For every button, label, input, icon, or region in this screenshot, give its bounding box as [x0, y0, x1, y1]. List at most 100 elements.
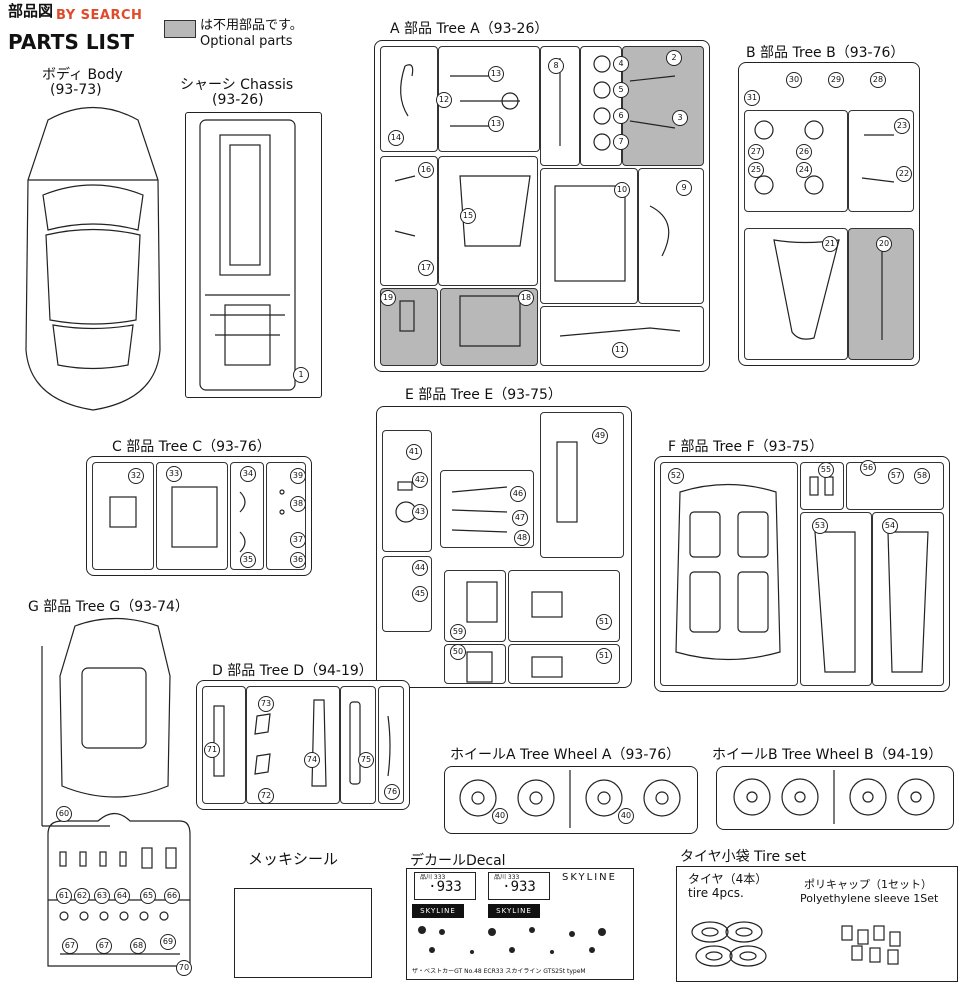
part-number: 17 — [418, 260, 434, 276]
decal-misc-marks — [418, 926, 606, 954]
plating-seal-sheet — [234, 888, 372, 978]
part-number: 61 — [56, 888, 72, 904]
part-number: 27 — [748, 144, 764, 160]
part-number: 38 — [290, 496, 306, 512]
tree-f-sheet — [654, 456, 950, 692]
tree-f-parts-drawing — [675, 476, 929, 673]
page-title-jp: 部品図 — [8, 2, 54, 20]
decal-brand-plate: SKYLINE — [412, 904, 464, 918]
decal-plate-small: 品川 333 — [494, 874, 520, 881]
tree-f-cell — [872, 512, 944, 686]
part-number: 52 — [668, 468, 684, 484]
part-number: 39 — [290, 468, 306, 484]
part-number: 51 — [596, 648, 612, 664]
part-number: 65 — [140, 888, 156, 904]
part-number: 15 — [460, 208, 476, 224]
tree-c-cell — [266, 462, 306, 570]
part-number: 40 — [618, 808, 634, 824]
tree-c-sheet — [86, 456, 312, 576]
part-number: 59 — [450, 624, 466, 640]
cap-en: Polyethylene sleeve 1Set — [800, 892, 939, 905]
part-number: 5 — [613, 82, 629, 98]
decal-footer: ザ・ベストカーGT No.48 ECR33 スカイライン GTS25t type… — [412, 968, 586, 975]
chassis-code: (93-26) — [212, 92, 264, 108]
decal-license-plate: ·933 — [414, 872, 476, 900]
part-number: 70 — [176, 960, 192, 976]
watermark: BY SEARCH — [56, 8, 143, 23]
part-number: 41 — [406, 444, 422, 460]
tree-a-parts-drawing — [394, 55, 681, 347]
part-number: 62 — [74, 888, 90, 904]
part-number: 2 — [666, 50, 682, 66]
tree-e-cell — [508, 570, 620, 642]
part-number: 23 — [894, 118, 910, 134]
tree-b-cell — [848, 110, 914, 212]
page-title: PARTS LIST — [8, 30, 135, 54]
part-number: 6 — [613, 108, 629, 124]
part-number: 16 — [418, 162, 434, 178]
tree-a-cell — [540, 306, 704, 366]
part-number: 35 — [240, 552, 256, 568]
tree-a-cell — [438, 156, 538, 286]
tree-d-cell — [340, 686, 376, 804]
tree-a-label: A 部品 Tree A（93-26） — [390, 21, 549, 37]
tree-f-cell — [846, 462, 944, 510]
plating-seal-label: メッキシール — [248, 850, 339, 868]
part-number: 26 — [796, 144, 812, 160]
part-number: 36 — [290, 552, 306, 568]
part-number: 4 — [613, 56, 629, 72]
part-number: 72 — [258, 788, 274, 804]
chassis-frame — [185, 112, 322, 398]
part-number: 28 — [870, 72, 886, 88]
part-number: 49 — [592, 428, 608, 444]
part-number: 12 — [436, 92, 452, 108]
tire-set-box — [676, 866, 958, 982]
decal-plate-small: 品川 333 — [420, 874, 446, 881]
part-number: 20 — [876, 236, 892, 252]
decal-brand-plate: SKYLINE — [488, 904, 540, 918]
part-number: 55 — [818, 462, 834, 478]
tree-f-cell — [800, 512, 872, 686]
tire-set-label: タイヤ小袋 Tire set — [680, 849, 806, 865]
tree-d-parts-drawing — [213, 699, 391, 787]
tree-a-cell — [638, 168, 704, 304]
part-number: 53 — [812, 518, 828, 534]
part-number: 63 — [94, 888, 110, 904]
decal-label: デカールDecal — [410, 853, 506, 869]
part-number: 60 — [56, 806, 72, 822]
part-number: 13 — [488, 66, 504, 82]
body-code: (93-73) — [50, 82, 102, 98]
tree-f-cell — [660, 462, 798, 686]
tree-a-cell — [540, 46, 580, 166]
part-number: 73 — [258, 696, 274, 712]
tree-c-cell — [230, 462, 264, 570]
part-number: 50 — [450, 644, 466, 660]
optional-parts-jp: は不用部品です。 — [200, 18, 303, 33]
part-number: 32 — [128, 468, 144, 484]
part-number: 66 — [164, 888, 180, 904]
part-number: 57 — [888, 468, 904, 484]
part-number: 25 — [748, 162, 764, 178]
optional-parts-swatch — [164, 20, 196, 38]
decal-license-plate: ·933 — [488, 872, 550, 900]
part-number: 51 — [596, 614, 612, 630]
part-number: 43 — [412, 504, 428, 520]
part-number: 34 — [240, 466, 256, 482]
part-number: 76 — [384, 784, 400, 800]
part-number: 67 — [62, 938, 78, 954]
tree-a-optional-cell — [622, 46, 704, 166]
tree-e-cell — [508, 644, 620, 684]
part-number: 40 — [492, 808, 508, 824]
tree-e-parts-drawing — [395, 441, 578, 683]
part-number: 31 — [744, 90, 760, 106]
tree-a-cell — [380, 156, 438, 286]
part-number: 45 — [412, 586, 428, 602]
tree-c-parts-drawing — [109, 486, 285, 553]
part-number: 64 — [114, 888, 130, 904]
tree-c-cell — [92, 462, 154, 570]
part-number: 33 — [166, 466, 182, 482]
wheel-b-drawing — [733, 770, 935, 824]
tire-jp: タイヤ（4本） — [688, 872, 768, 886]
tree-e-cell — [440, 470, 534, 548]
tire-en: tire 4pcs. — [688, 886, 744, 900]
